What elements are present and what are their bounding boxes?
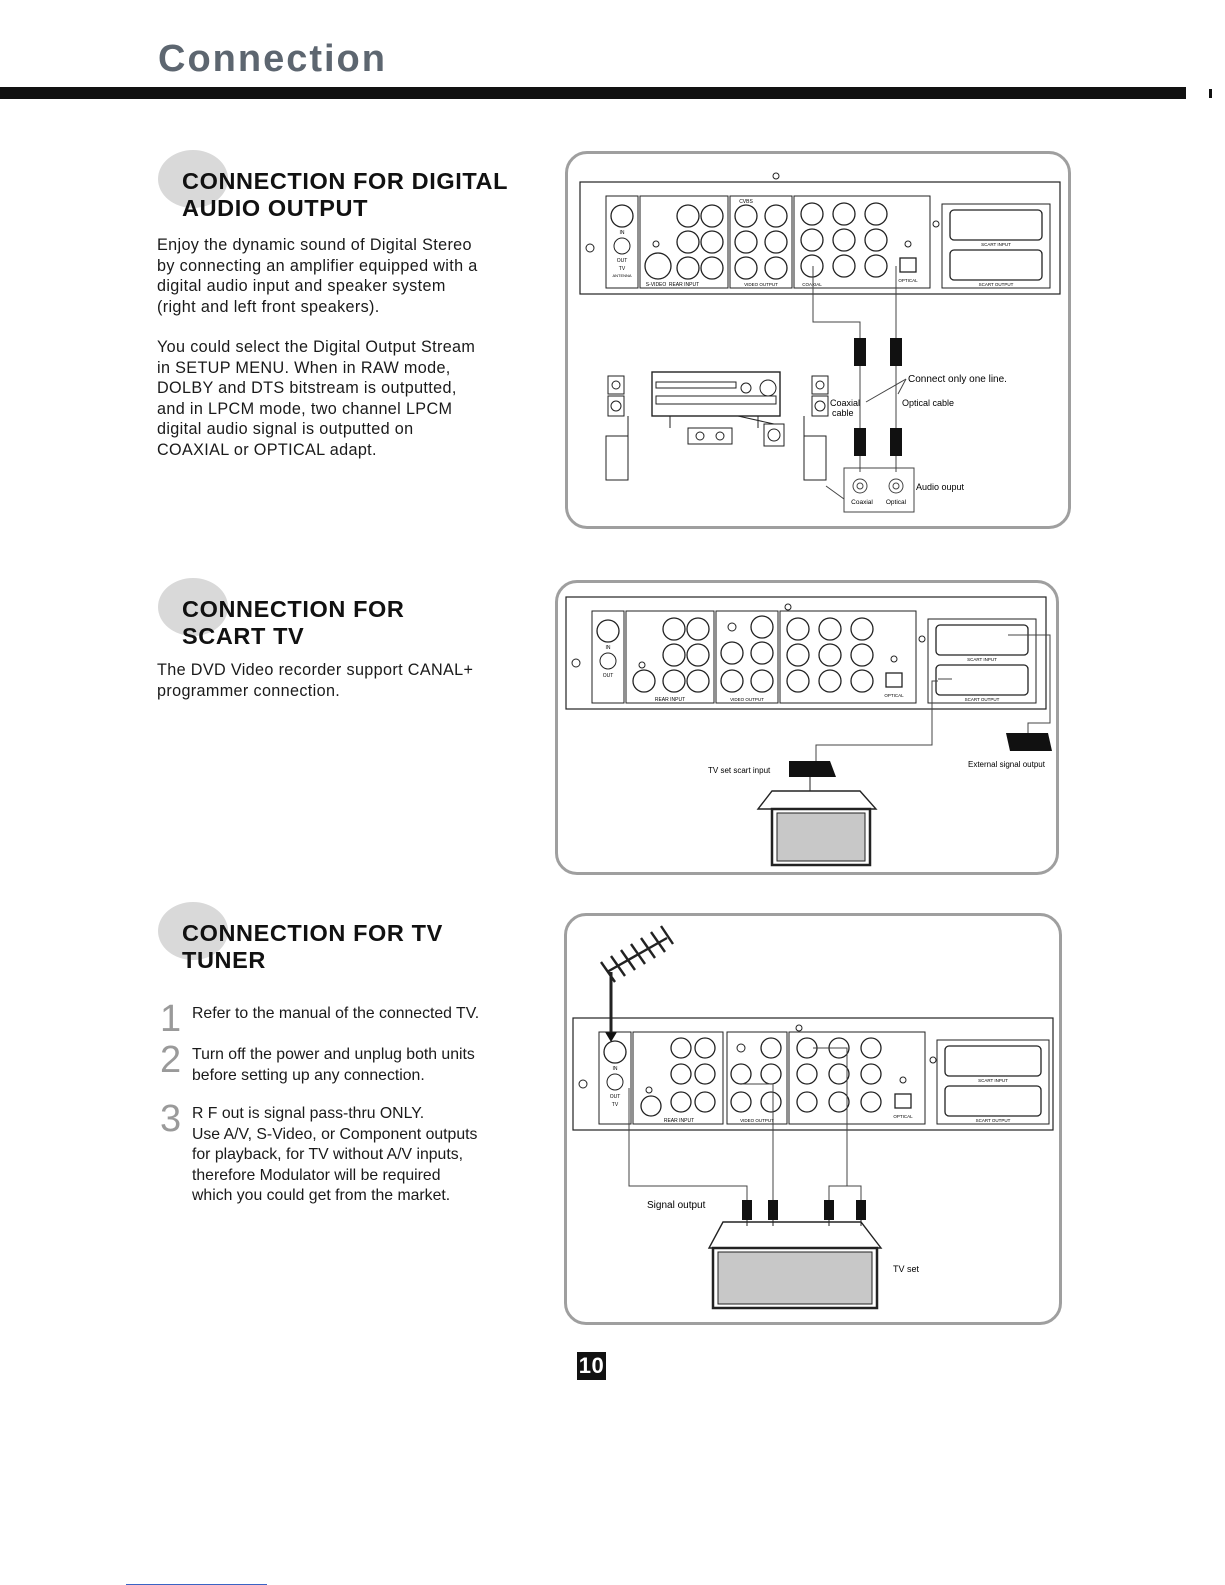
step-text-line: Refer to the manual of the connected TV.	[192, 1005, 480, 1022]
tv-set	[756, 790, 878, 867]
label-out: OUT	[603, 673, 614, 679]
label-scart-output: SCART OUTPUT	[979, 282, 1014, 287]
edge-mark	[1209, 89, 1212, 98]
label-tv-set-scart-input: TV set scart input	[708, 766, 771, 775]
step-text-line: before setting up any connection.	[192, 1066, 425, 1084]
label-signal-output: Signal output	[647, 1200, 706, 1211]
text-line: The DVD Video recorder support CANAL+	[157, 661, 474, 679]
label-video-output: VIDEO OUTPUT	[740, 1118, 774, 1123]
label-scart-output: SCART OUTPUT	[965, 697, 1000, 702]
label-connect-only-one-line: Connect only one line.	[908, 374, 1007, 385]
text-line: by connecting an amplifier equipped with…	[157, 256, 478, 275]
label-in: IN	[613, 1066, 618, 1072]
heading-blob	[158, 150, 228, 208]
step-number: 3	[160, 1098, 182, 1140]
scart-paragraph: The DVD Video recorder support CANAL+ pr…	[157, 660, 473, 701]
label-in: IN	[620, 230, 625, 236]
text-line: in SETUP MENU. When in RAW mode,	[157, 358, 451, 377]
label-video-output: VIDEO OUTPUT	[730, 697, 764, 702]
label-optical-port: Optical	[886, 499, 907, 506]
label-external-signal-output: External signal output	[968, 760, 1046, 769]
step-text-line: for playback, for TV without A/V inputs,	[192, 1146, 464, 1163]
label-coaxial-port: Coaxial	[851, 499, 873, 506]
text-line: (right and left front speakers).	[157, 297, 380, 316]
label-rear-input: REAR INPUT	[655, 697, 685, 703]
text-line: and in LPCM mode, two channel LPCM	[157, 399, 453, 418]
digital-intro-paragraph: Enjoy the dynamic sound of Digital Stere…	[157, 235, 478, 317]
heading-line: CONNECTION FOR DIGITAL	[182, 168, 509, 194]
label-scart-input: SCART INPUT	[978, 1078, 1008, 1083]
text-line: programmer connection.	[157, 681, 341, 700]
label-optical: OPTICAL	[898, 278, 918, 283]
text-line: digital audio input and speaker system	[157, 277, 446, 295]
text-line: Enjoy the dynamic sound of Digital Stere…	[157, 236, 472, 254]
digital-audio-diagram: IN OUT TV ANTENNA S-VIDEO REAR INPUT CVB…	[565, 151, 1071, 529]
label-optical: OPTICAL	[893, 1114, 913, 1119]
heading-line: SCART TV	[182, 623, 305, 649]
scart-tv-diagram: IN OUT REAR INPUT VIDEO OUTPUT	[555, 580, 1059, 875]
label-coaxial-cable: Coaxial	[830, 398, 860, 408]
label-optical: OPTICAL	[884, 693, 904, 698]
dvd-rear-panel: IN OUT TV REAR INPUT VIDEO OUTPUT	[572, 1017, 1054, 1131]
section-heading-tv-tuner: CONNECTION FOR TV TUNER	[158, 902, 443, 974]
step-number: 2	[160, 1039, 182, 1081]
label-scart-input: SCART INPUT	[967, 657, 997, 662]
label-out: OUT	[617, 258, 628, 264]
text-line: DOLBY and DTS bitstream is outputted,	[157, 379, 457, 397]
dvd-rear-panel: IN OUT TV ANTENNA S-VIDEO REAR INPUT CVB…	[579, 172, 1061, 295]
scart-tv-diagram-svg: IN OUT REAR INPUT VIDEO OUTPUT	[565, 596, 1052, 867]
label-tv: TV	[612, 1102, 619, 1108]
step-text-line: Turn off the power and unplug both units	[192, 1046, 475, 1063]
heading-line: TUNER	[182, 947, 266, 973]
heading-line: CONNECTION FOR	[182, 596, 405, 622]
step-text-line: therefore Modulator will be required	[192, 1166, 441, 1184]
text-line: You could select the Digital Output Stre…	[157, 338, 476, 356]
heading-blob	[158, 578, 228, 636]
tv-set	[707, 1221, 883, 1310]
step-text-line: Use A/V, S-Video, or Component outputs	[192, 1125, 478, 1143]
label-video-output: VIDEO OUTPUT	[744, 282, 778, 287]
section-heading-scart-tv: CONNECTION FOR SCART TV	[158, 578, 405, 650]
page-title: Connection	[158, 38, 387, 80]
heading-line: CONNECTION FOR TV	[182, 920, 443, 946]
digital-stream-paragraph: You could select the Digital Output Stre…	[157, 337, 475, 460]
page-number: 10	[577, 1352, 606, 1380]
title-rule	[0, 87, 1186, 99]
step-number: 1	[160, 998, 182, 1040]
label-optical-cable: Optical cable	[902, 398, 954, 408]
text-line: digital audio signal is outputted on	[157, 420, 414, 438]
amplifier-system	[605, 371, 829, 481]
label-antenna: ANTENNA	[612, 273, 631, 278]
step-text-line: which you could get from the market.	[192, 1187, 451, 1204]
tv-tuner-diagram: IN OUT TV REAR INPUT VIDEO OUTPUT	[564, 913, 1062, 1325]
antenna	[600, 925, 674, 1036]
section-heading-digital-audio: CONNECTION FOR DIGITAL AUDIO OUTPUT	[158, 150, 509, 222]
label-scart-input: SCART INPUT	[981, 242, 1011, 247]
label-in: IN	[606, 645, 611, 651]
label-tv-set: TV set	[893, 1264, 920, 1274]
label-coaxial-cable-2: cable	[832, 408, 854, 418]
label-s-video: S-VIDEO	[646, 282, 667, 288]
digital-audio-diagram-svg: IN OUT TV ANTENNA S-VIDEO REAR INPUT CVB…	[579, 172, 1061, 513]
label-audio-output: Audio ouput	[916, 482, 965, 492]
heading-blob	[158, 902, 228, 960]
label-coaxial: COAXIAL	[802, 282, 822, 287]
label-cvbs: CVBS	[739, 199, 753, 205]
dvd-rear-panel: IN OUT REAR INPUT VIDEO OUTPUT	[565, 596, 1047, 710]
label-rear-input: REAR INPUT	[664, 1118, 694, 1124]
tv-tuner-diagram-svg: IN OUT TV REAR INPUT VIDEO OUTPUT	[572, 925, 1054, 1310]
label-tv: TV	[619, 266, 626, 272]
label-scart-output: SCART OUTPUT	[976, 1118, 1011, 1123]
label-out: OUT	[610, 1094, 621, 1100]
heading-line: AUDIO OUTPUT	[182, 195, 369, 221]
step-text-line: R F out is signal pass-thru ONLY.	[192, 1105, 425, 1122]
label-rear-input: REAR INPUT	[669, 282, 699, 288]
text-line: COAXIAL or OPTICAL adapt.	[157, 440, 377, 459]
